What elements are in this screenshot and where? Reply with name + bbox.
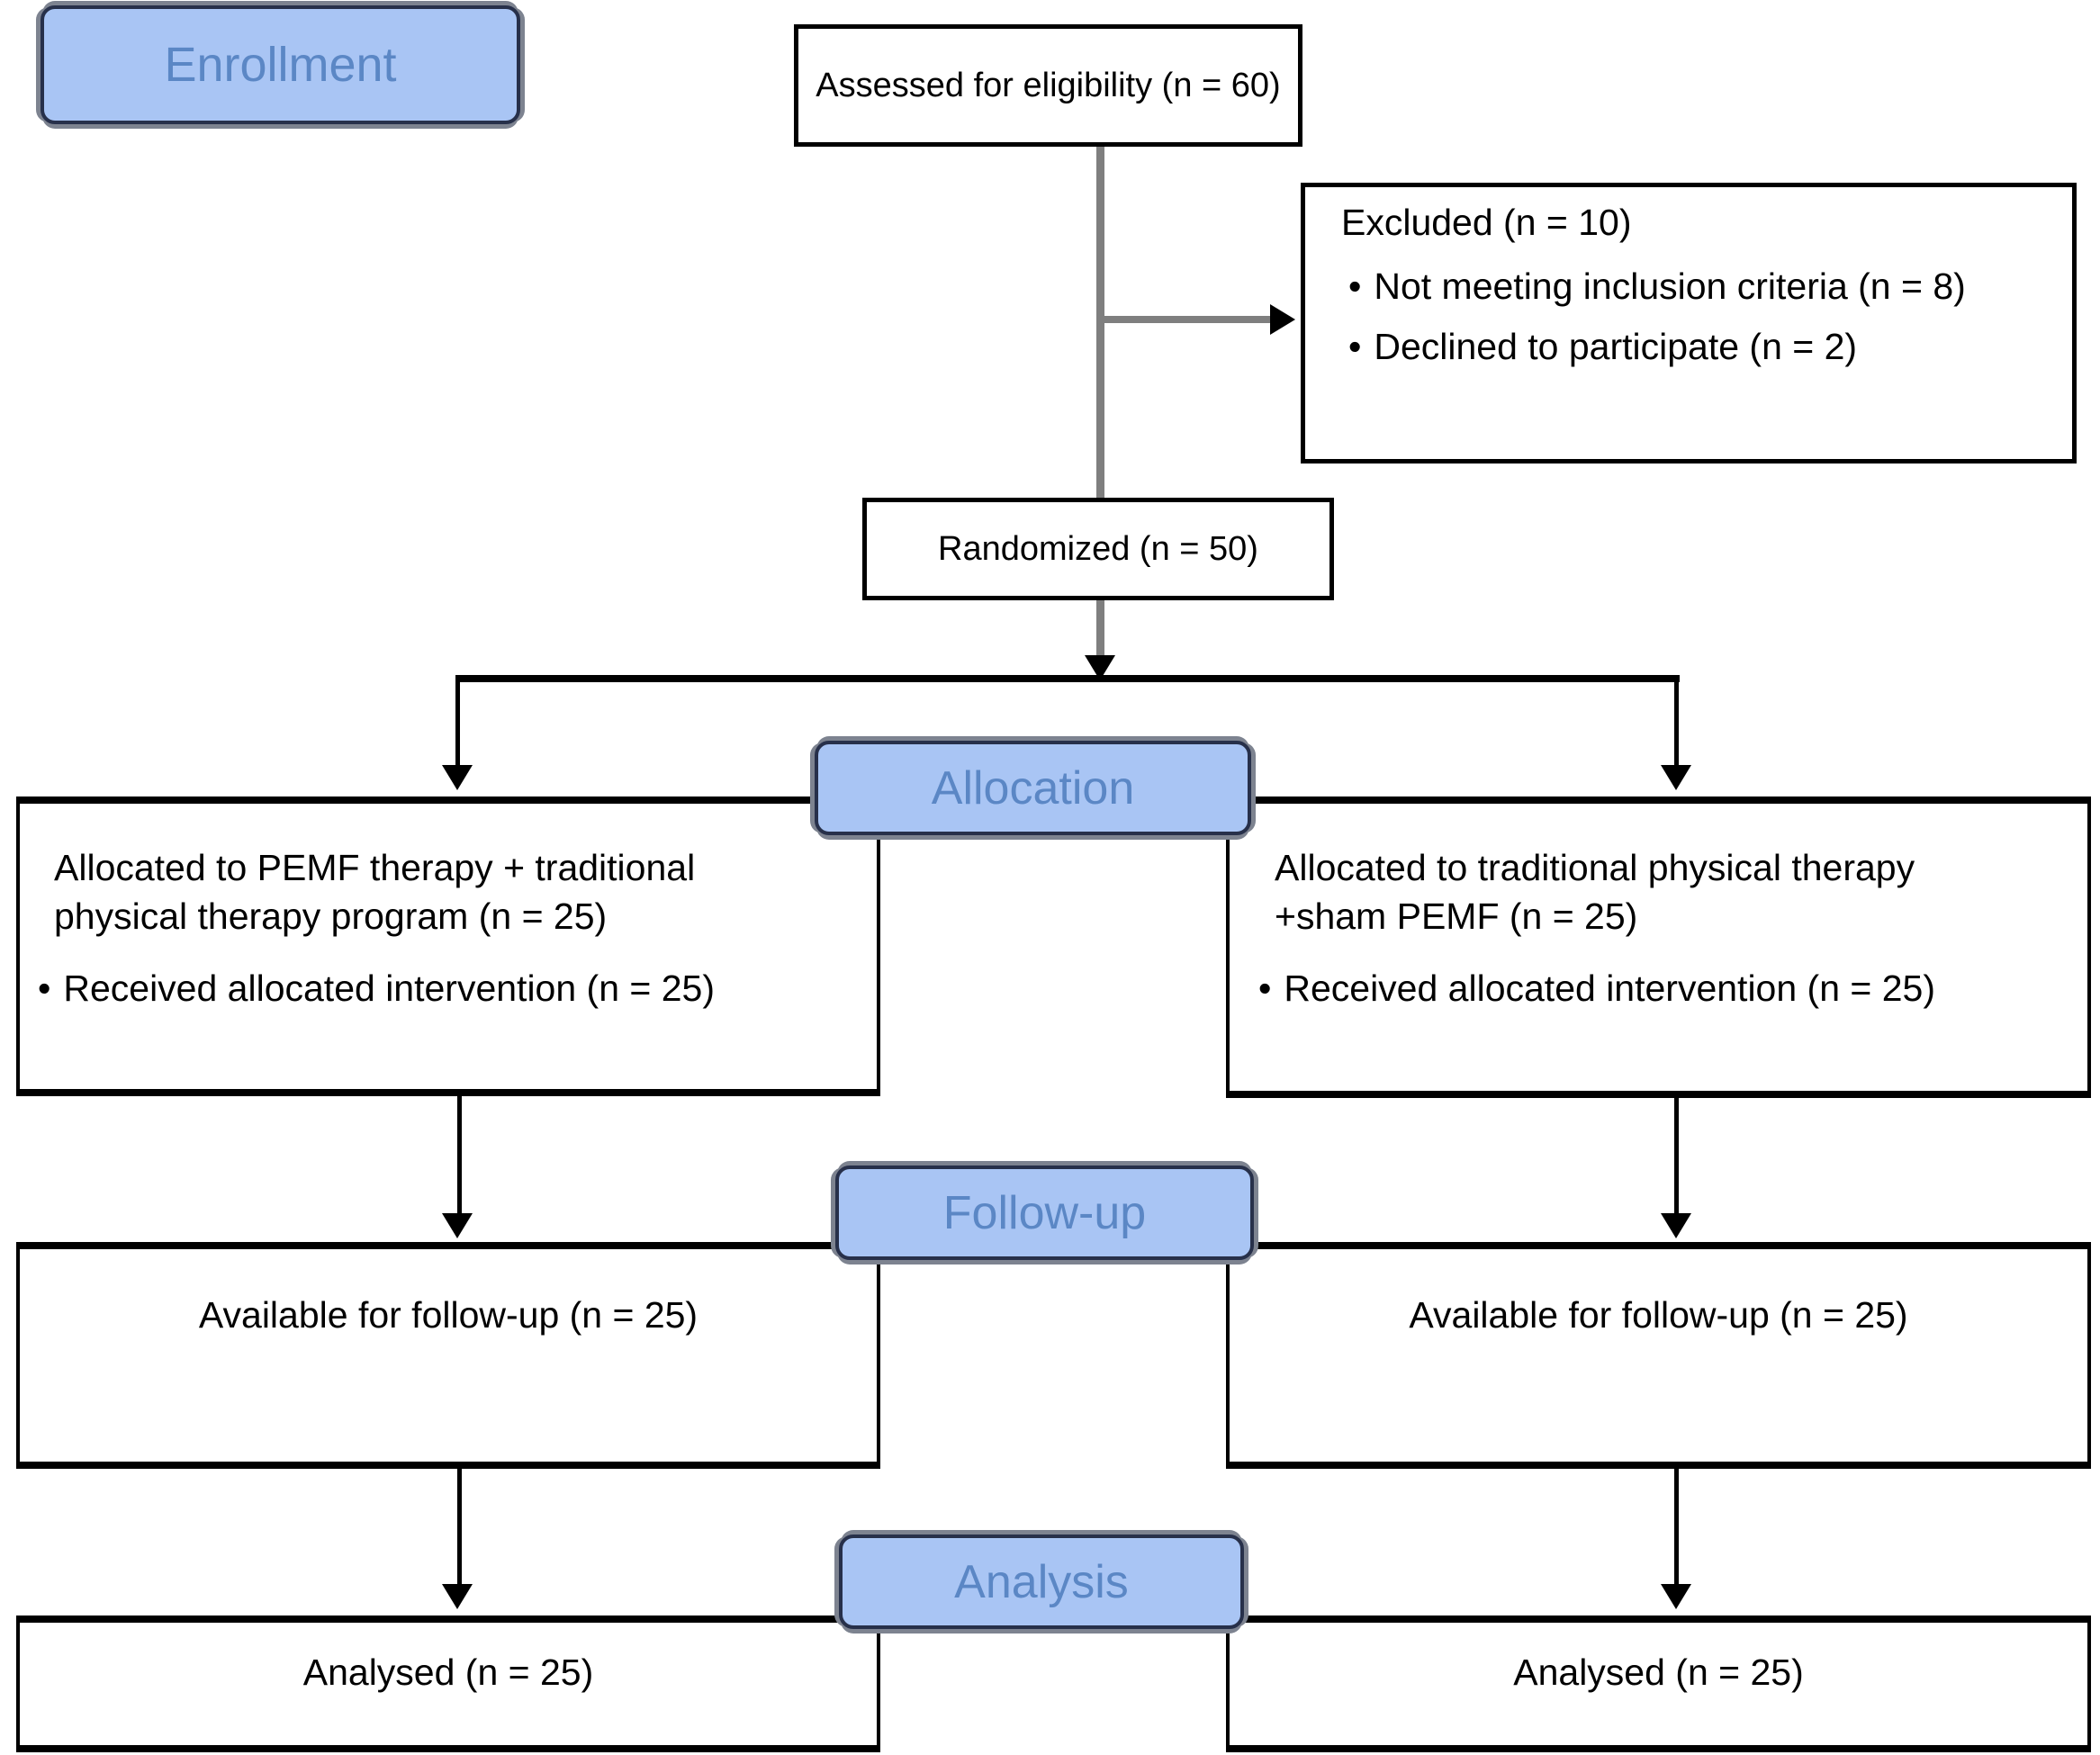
excluded-item-label: Declined to participate (n = 2) [1374,326,1858,368]
arrowhead-down-icon [1661,1213,1691,1238]
assessed-eligibility-box: Assessed for eligibility (n = 60) [794,24,1302,147]
connector-to-excluded [1101,316,1272,323]
allocation-left-item-label: Received allocated intervention (n = 25) [63,968,715,1010]
connector-allocation-to-followup-right [1674,1096,1679,1228]
arrowhead-down-icon [1661,765,1691,790]
analysis-right-label: Analysed (n = 25) [1513,1652,1804,1693]
allocation-left-box: Allocated to PEMF therapy + traditional … [16,796,880,1096]
stage-badge-enrollment: Enrollment [41,5,520,124]
connector-branch-to-allocation-left [455,675,460,770]
followup-right-box: Available for follow-up (n = 25) [1226,1242,2091,1469]
analysis-right-box: Analysed (n = 25) [1226,1616,2091,1752]
stage-badge-followup: Follow-up [835,1166,1254,1260]
followup-right-label: Available for follow-up (n = 25) [1409,1294,1908,1336]
stage-badge-allocation-label: Allocation [931,761,1135,814]
stage-badge-followup-label: Follow-up [942,1186,1147,1239]
connector-assessed-to-randomized [1096,147,1104,498]
arrowhead-down-icon [1661,1584,1691,1609]
followup-left-box: Available for follow-up (n = 25) [16,1242,880,1469]
analysis-left-label: Analysed (n = 25) [302,1652,594,1693]
assessed-eligibility-label: Assessed for eligibility (n = 60) [816,66,1281,104]
stage-badge-allocation: Allocation [815,741,1251,835]
allocation-left-label: Allocated to PEMF therapy + traditional … [54,847,696,938]
stage-badge-analysis: Analysis [839,1534,1244,1629]
stage-badge-analysis-label: Analysis [954,1555,1129,1608]
excluded-title: Excluded (n = 10) [1341,202,1632,243]
bullet-icon: • [38,968,51,1010]
connector-allocation-to-followup-left [457,1096,462,1228]
allocation-right-item: • Received allocated intervention (n = 2… [1258,964,2066,1012]
connector-randomized-to-branch [1096,600,1104,662]
excluded-item: • Not meeting inclusion criteria (n = 8) [1348,262,2054,311]
connector-followup-to-analysis-right [1674,1469,1679,1591]
stage-badge-enrollment-label: Enrollment [164,38,397,92]
arrowhead-down-icon [442,1584,473,1609]
arrowhead-down-icon [1085,655,1115,680]
analysis-left-box: Analysed (n = 25) [16,1616,880,1752]
connector-followup-to-analysis-left [457,1469,462,1591]
followup-left-label: Available for follow-up (n = 25) [198,1294,698,1336]
allocation-right-item-label: Received allocated intervention (n = 25) [1284,968,1935,1010]
excluded-box: Excluded (n = 10) • Not meeting inclusio… [1301,183,2077,464]
randomized-label: Randomized (n = 50) [938,529,1258,568]
excluded-item: • Declined to participate (n = 2) [1348,322,2054,372]
bullet-icon: • [1348,266,1362,307]
arrowhead-down-icon [442,1213,473,1238]
excluded-item-label: Not meeting inclusion criteria (n = 8) [1374,266,1966,307]
bullet-icon: • [1348,326,1362,368]
allocation-right-label: Allocated to traditional physical therap… [1275,847,1915,938]
allocation-right-box: Allocated to traditional physical therap… [1226,796,2091,1098]
randomized-box: Randomized (n = 50) [862,498,1334,600]
arrowhead-right-icon [1270,304,1295,335]
arrowhead-down-icon [442,765,473,790]
bullet-icon: • [1258,968,1272,1010]
connector-branch-to-allocation-right [1674,675,1679,770]
allocation-left-item: • Received allocated intervention (n = 2… [38,964,855,1012]
branch-horizontal-line [455,675,1680,682]
